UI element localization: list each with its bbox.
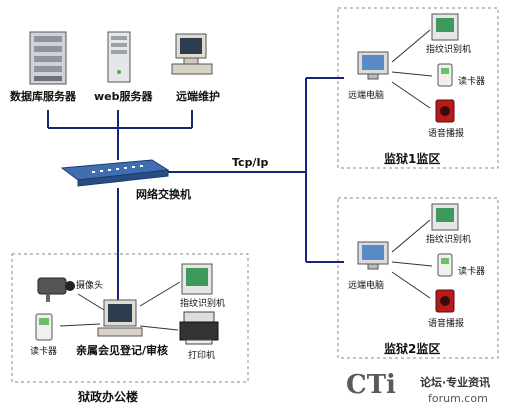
device-connectors	[59, 29, 433, 331]
prison2-zone-label: 监狱2监区	[384, 342, 441, 356]
prison1-pc-label: 远端电脑	[348, 91, 385, 101]
prison1-card-reader-label: 读卡器	[458, 77, 486, 87]
switch-label: 网络交换机	[136, 188, 191, 201]
prison1-card-reader-icon	[437, 63, 453, 87]
office-card-reader-label: 读卡器	[30, 347, 58, 357]
office-fingerprint-icon	[181, 263, 213, 295]
protocol-label: Tcp/Ip	[232, 156, 269, 169]
connection-lines	[47, 77, 344, 300]
office-card-reader-icon	[35, 313, 53, 341]
printer-icon	[179, 311, 219, 345]
prison2-pc-icon	[357, 241, 389, 270]
watermark-slogan: 论坛·专业资讯	[420, 376, 491, 389]
registration-pc-icon	[97, 299, 143, 337]
camera-label: 摄像头	[76, 281, 104, 291]
prison1-fingerprint-icon	[431, 13, 459, 41]
watermark-domain: forum.com	[428, 392, 488, 405]
camera-icon	[37, 277, 75, 302]
database-server-label: 数据库服务器	[10, 90, 76, 103]
office-zone-box	[11, 253, 249, 383]
prison2-card-reader-icon	[437, 253, 453, 277]
office-building-label: 狱政办公楼	[78, 390, 139, 404]
prison1-zone-box	[337, 7, 499, 169]
office-fingerprint-label: 指纹识别机	[180, 299, 226, 309]
prison2-pc-label: 远端电脑	[348, 281, 385, 291]
web-server-label: web服务器	[94, 90, 153, 103]
prison2-card-reader-label: 读卡器	[458, 267, 486, 277]
prison2-fingerprint-label: 指纹识别机	[426, 235, 472, 245]
prison2-zone-box	[337, 197, 499, 359]
prison1-fingerprint-label: 指纹识别机	[426, 45, 472, 55]
prison1-speaker-icon	[435, 99, 455, 123]
database-server-icon	[29, 31, 67, 85]
prison1-pc-icon	[357, 51, 389, 80]
printer-label: 打印机	[188, 351, 216, 361]
prison2-speaker-label: 语音播报	[428, 319, 465, 329]
network-switch-icon	[60, 159, 170, 187]
web-server-icon	[107, 31, 131, 83]
remote-maintenance-label: 远端维护	[176, 90, 220, 103]
prison1-speaker-label: 语音播报	[428, 129, 465, 139]
remote-pc-icon	[171, 33, 213, 75]
watermark-brand: CTi	[346, 370, 396, 400]
prison2-speaker-icon	[435, 289, 455, 313]
prison2-fingerprint-icon	[431, 203, 459, 231]
registration-label: 亲属会见登记/审核	[76, 344, 169, 357]
prison1-zone-label: 监狱1监区	[384, 152, 441, 166]
